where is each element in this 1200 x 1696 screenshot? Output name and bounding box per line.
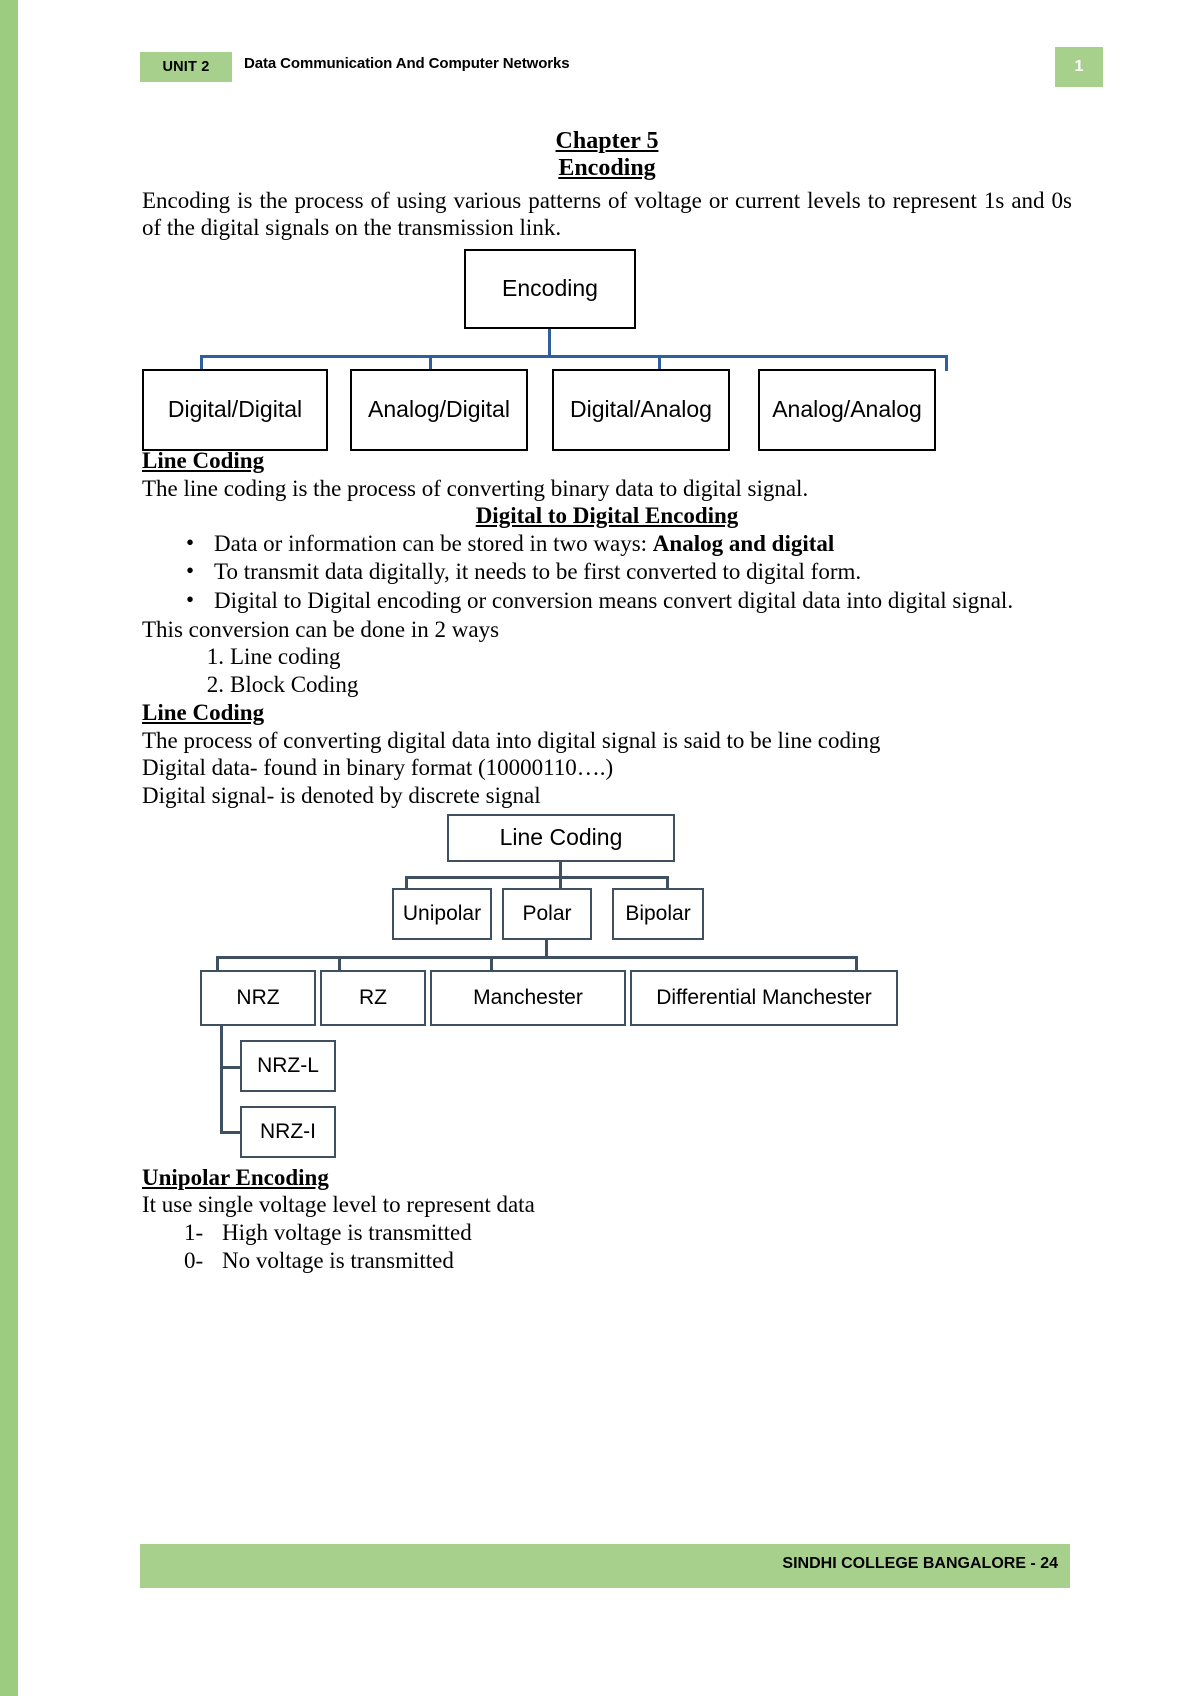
diagram-box-digital-analog: Digital/Analog (552, 368, 730, 451)
connector-drop-1 (200, 354, 203, 371)
list-item: Block Coding (198, 671, 359, 699)
document-content: Chapter 5 Encoding Encoding is the proce… (142, 128, 1072, 1275)
digital-data-text: Digital data- found in binary format (10… (142, 755, 614, 781)
connector-drop-4 (945, 354, 948, 371)
unipolar-voltage-list: 1- High voltage is transmitted 0- No volta… (142, 1219, 1072, 1275)
page-header: UNIT 2 Data Communication And Computer N… (140, 47, 1103, 87)
page-footer: SINDHI COLLEGE BANGALORE - 24 (140, 1544, 1070, 1588)
diagram-box-digital-digital: Digital/Digital (142, 368, 328, 451)
connector-lc-bus-level2 (405, 875, 669, 879)
unipolar-encoding-heading: Unipolar Encoding (142, 1164, 329, 1190)
conversion-numbered-list: Line coding Block Coding (142, 643, 1072, 699)
line-coding-heading-1: Line Coding (142, 447, 265, 473)
diagram-box-unipolar: Unipolar (392, 887, 492, 940)
connector-lc-drop-rz (338, 955, 341, 972)
diagram-box-differential-manchester: Differential Manchester (630, 969, 898, 1026)
line-coding-text-1: The line coding is the process of conver… (142, 475, 809, 501)
bullet-text: Digital to Digital encoding or conversio… (214, 587, 1014, 613)
connector-lc-drop-diff-manchester (855, 955, 858, 972)
list-marker: 0- (184, 1247, 204, 1273)
diagram-box-encoding-root: Encoding (464, 248, 636, 329)
connector-lc-root-stem (559, 861, 562, 878)
chapter-title: Chapter 5 (555, 128, 659, 154)
connector-lc-polar-stem (545, 939, 548, 958)
digital-to-digital-heading: Digital to Digital Encoding (475, 503, 739, 529)
diagram-box-nrz: NRZ (200, 969, 316, 1026)
connector-lc-drop-manchester (490, 955, 493, 972)
encoding-diagram: Encoding Digital/Digital Analog/Digital … (142, 247, 1072, 451)
connector-nrz-l-stub (220, 1065, 242, 1069)
conversion-lead-text: This conversion can be done in 2 ways (142, 616, 500, 642)
diagram-box-line-coding-root: Line Coding (447, 813, 675, 862)
connector-lc-drop-bipolar (666, 875, 669, 890)
connector-drop-3 (658, 354, 661, 371)
diagram-box-polar: Polar (502, 887, 592, 940)
connector-nrz-spine (220, 1023, 223, 1134)
list-text: No voltage is transmitted (222, 1247, 454, 1273)
connector-lc-drop-nrz (216, 955, 219, 972)
connector-lc-drop-polar (559, 875, 562, 890)
list-item: 0- No voltage is transmitted (184, 1247, 1072, 1275)
diagram-box-nrz-i: NRZ-I (240, 1105, 336, 1158)
bullet-text: Data or information can be stored in two… (214, 530, 653, 556)
list-text: High voltage is transmitted (222, 1219, 472, 1245)
intro-paragraph: Encoding is the process of using various… (142, 187, 1072, 240)
list-item: Line coding (198, 643, 341, 671)
page-number-badge: 1 (1055, 47, 1103, 87)
diagram-box-analog-analog: Analog/Analog (758, 368, 936, 451)
header-title: Data Communication And Computer Networks (244, 55, 570, 72)
connector-lc-bus-level3 (216, 955, 858, 959)
bullet-text: To transmit data digitally, it needs to … (214, 559, 862, 585)
connector-root-stem (548, 328, 551, 357)
unit-badge: UNIT 2 (140, 52, 232, 82)
digital-signal-text: Digital signal- is denoted by discrete s… (142, 783, 541, 808)
line-coding-text-2: The process of converting digital data i… (142, 727, 881, 753)
diagram-box-bipolar: Bipolar (612, 887, 704, 940)
line-coding-heading-2: Line Coding (142, 700, 265, 726)
unipolar-encoding-text: It use single voltage level to represent… (142, 1192, 535, 1218)
connector-lc-drop-unipolar (405, 875, 408, 890)
diagram-box-nrz-l: NRZ-L (240, 1039, 336, 1092)
diagram-box-manchester: Manchester (430, 969, 626, 1026)
list-marker: 1- (184, 1219, 204, 1245)
connector-drop-2 (429, 354, 432, 371)
chapter-subtitle: Encoding (558, 155, 656, 182)
list-item: Data or information can be stored in two… (186, 529, 1072, 558)
diagram-box-analog-digital: Analog/Digital (350, 368, 528, 451)
list-item: To transmit data digitally, it needs to … (186, 557, 1072, 586)
connector-horizontal-bus (200, 354, 948, 358)
list-item: 1- High voltage is transmitted (184, 1219, 1072, 1247)
connector-nrz-i-stub (220, 1130, 242, 1134)
list-item: Digital to Digital encoding or conversio… (186, 586, 1072, 615)
footer-text: SINDHI COLLEGE BANGALORE - 24 (782, 1555, 1058, 1572)
digital-encoding-bullets: Data or information can be stored in two… (142, 529, 1072, 615)
left-green-rail (0, 0, 18, 1696)
line-coding-diagram: Line Coding Unipolar Polar Bipolar NRZ R… (142, 813, 1072, 1158)
diagram-box-rz: RZ (320, 969, 426, 1026)
bullet-bold-tail: Analog and digital (652, 530, 835, 556)
